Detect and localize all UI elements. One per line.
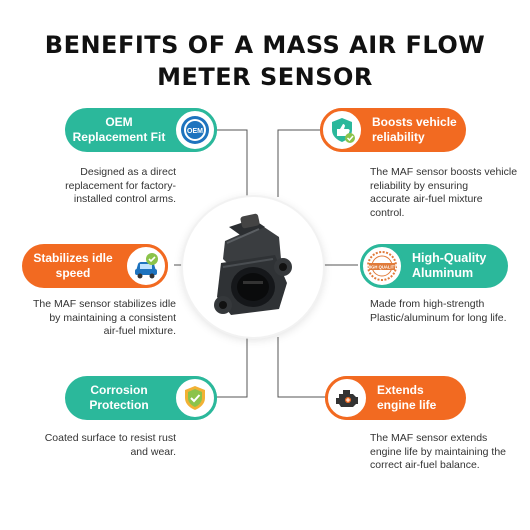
oem-seal-icon: OEM xyxy=(173,108,217,152)
center-product-circle xyxy=(183,197,323,337)
benefit-reliability-description: The MAF sensor boosts vehicle reliabilit… xyxy=(370,166,518,219)
high-quality-stamp-icon: HIGH QUALITY xyxy=(360,244,404,288)
benefit-idle-description: The MAF sensor stabilizes idle by mainta… xyxy=(33,298,176,337)
page-title: BENEFITS OF A MASS AIR FLOW xyxy=(44,31,486,59)
engine-icon xyxy=(325,376,369,420)
benefit-corrosion-description: Coated surface to resist rust and wear. xyxy=(44,432,176,458)
high-quality-stamp-text: HIGH QUALITY xyxy=(367,265,397,270)
page-title-line2: METER SENSOR xyxy=(157,63,373,91)
oem-seal-text: OEM xyxy=(187,128,203,135)
shield-check-icon xyxy=(173,376,217,420)
benefit-engine-description: The MAF sensor extends engine life by ma… xyxy=(370,432,507,471)
thumbs-up-shield-icon xyxy=(320,108,364,152)
benefit-aluminum-description: Made from high-strength Plastic/aluminum… xyxy=(370,298,507,324)
maf-sensor-image xyxy=(214,213,292,315)
benefit-oem-description: Designed as a direct replacement for fac… xyxy=(65,166,176,205)
car-check-icon xyxy=(124,244,168,288)
